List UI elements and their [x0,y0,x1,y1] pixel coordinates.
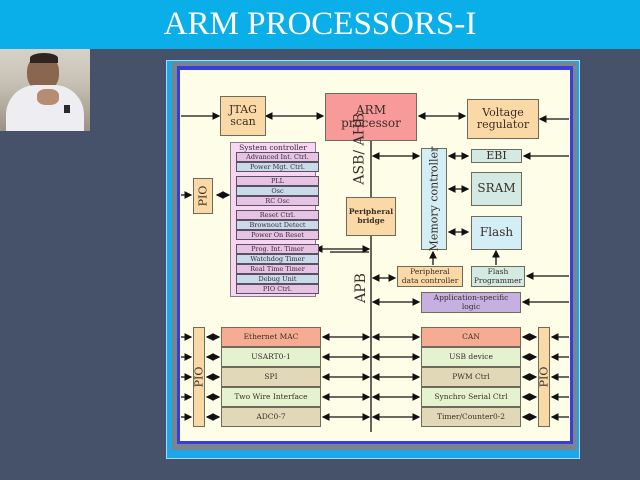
left-peripheral-block: Two Wire Interface [221,387,321,407]
flash-programmer-label: Flash [487,267,509,277]
system-controller-row: Brownout Detect [236,220,319,230]
pdc-label: Peripheral [410,267,450,277]
right-peripheral-block: Timer/Counter0-2 [421,407,521,427]
ebi-block: EBI [471,149,522,163]
system-controller-row: Debug Unit [236,274,319,284]
arm-label: ARM [356,102,386,117]
jtag-sublabel: scan [230,115,256,128]
app-logic-sublabel: logic [461,301,481,311]
jtag-label: JTAG [229,102,257,116]
pio-block-system: PIO [193,178,213,214]
pio-right-label: PIO [536,366,550,388]
flash-block: Flash [471,216,522,250]
system-controller-row: Power On Reset [236,230,319,240]
voltage-sublabel: regulator [476,118,530,131]
system-controller-row: Advanced Int. Ctrl. [236,152,319,162]
slide-title: ARM PROCESSORS-I [163,6,477,42]
voltage-label: Voltage [482,105,524,119]
pio-left-label: PIO [191,366,205,388]
system-controller-row: Reset Ctrl. [236,210,319,220]
left-peripheral-block: ADC0-7 [221,407,321,427]
asb-ahb-label: ASB/ AHB [351,112,368,185]
system-controller-row: RC Osc [236,196,319,206]
apb-label: APB [352,273,369,303]
bridge-sublabel: bridge [357,215,385,225]
right-peripheral-block: Synchro Serial Ctrl [421,387,521,407]
system-controller-row: PIO Ctrl. [236,284,319,294]
system-controller-row: Prog. Int. Timer [236,244,319,254]
pio-block-left: PIO [191,327,205,427]
presenter-hands [37,89,59,105]
bridge-label: Peripheral [348,207,394,217]
memory-controller-label: Memory controller [426,146,440,252]
presenter-watch [64,105,70,113]
system-controller-row: PLL [236,176,319,186]
flash-programmer-sublabel: Programmer [473,275,523,285]
pio-label: PIO [195,185,209,207]
app-logic-label: Application-specific [433,293,509,303]
left-peripheral-block: USART0-1 [221,347,321,367]
right-peripheral-block: PWM Ctrl [421,367,521,387]
system-controller-row: Power Mgt. Ctrl. [236,162,319,172]
presenter-webcam [0,49,90,131]
presenter-hair [30,53,58,63]
right-peripheral-block: USB device [421,347,521,367]
right-peripheral-block: CAN [421,327,521,347]
system-controller-row: Real Time Timer [236,264,319,274]
system-controller-block: System controller Advanced Int. Ctrl.Pow… [230,142,319,297]
pio-block-right: PIO [536,327,550,427]
left-peripheral-block: SPI [221,367,321,387]
sram-block: SRAM [471,172,522,206]
arm-sublabel: processor [341,116,401,130]
system-controller-row: Osc [236,186,319,196]
memory-controller-block: Memory controller [421,146,447,252]
system-controller-row: Watchdog Timer [236,254,319,264]
pdc-sublabel: data controller [401,275,459,285]
system-controller-title: System controller [239,143,307,152]
title-bar: ARM PROCESSORS-I [0,0,640,49]
left-peripheral-block: Ethernet MAC [221,327,321,347]
